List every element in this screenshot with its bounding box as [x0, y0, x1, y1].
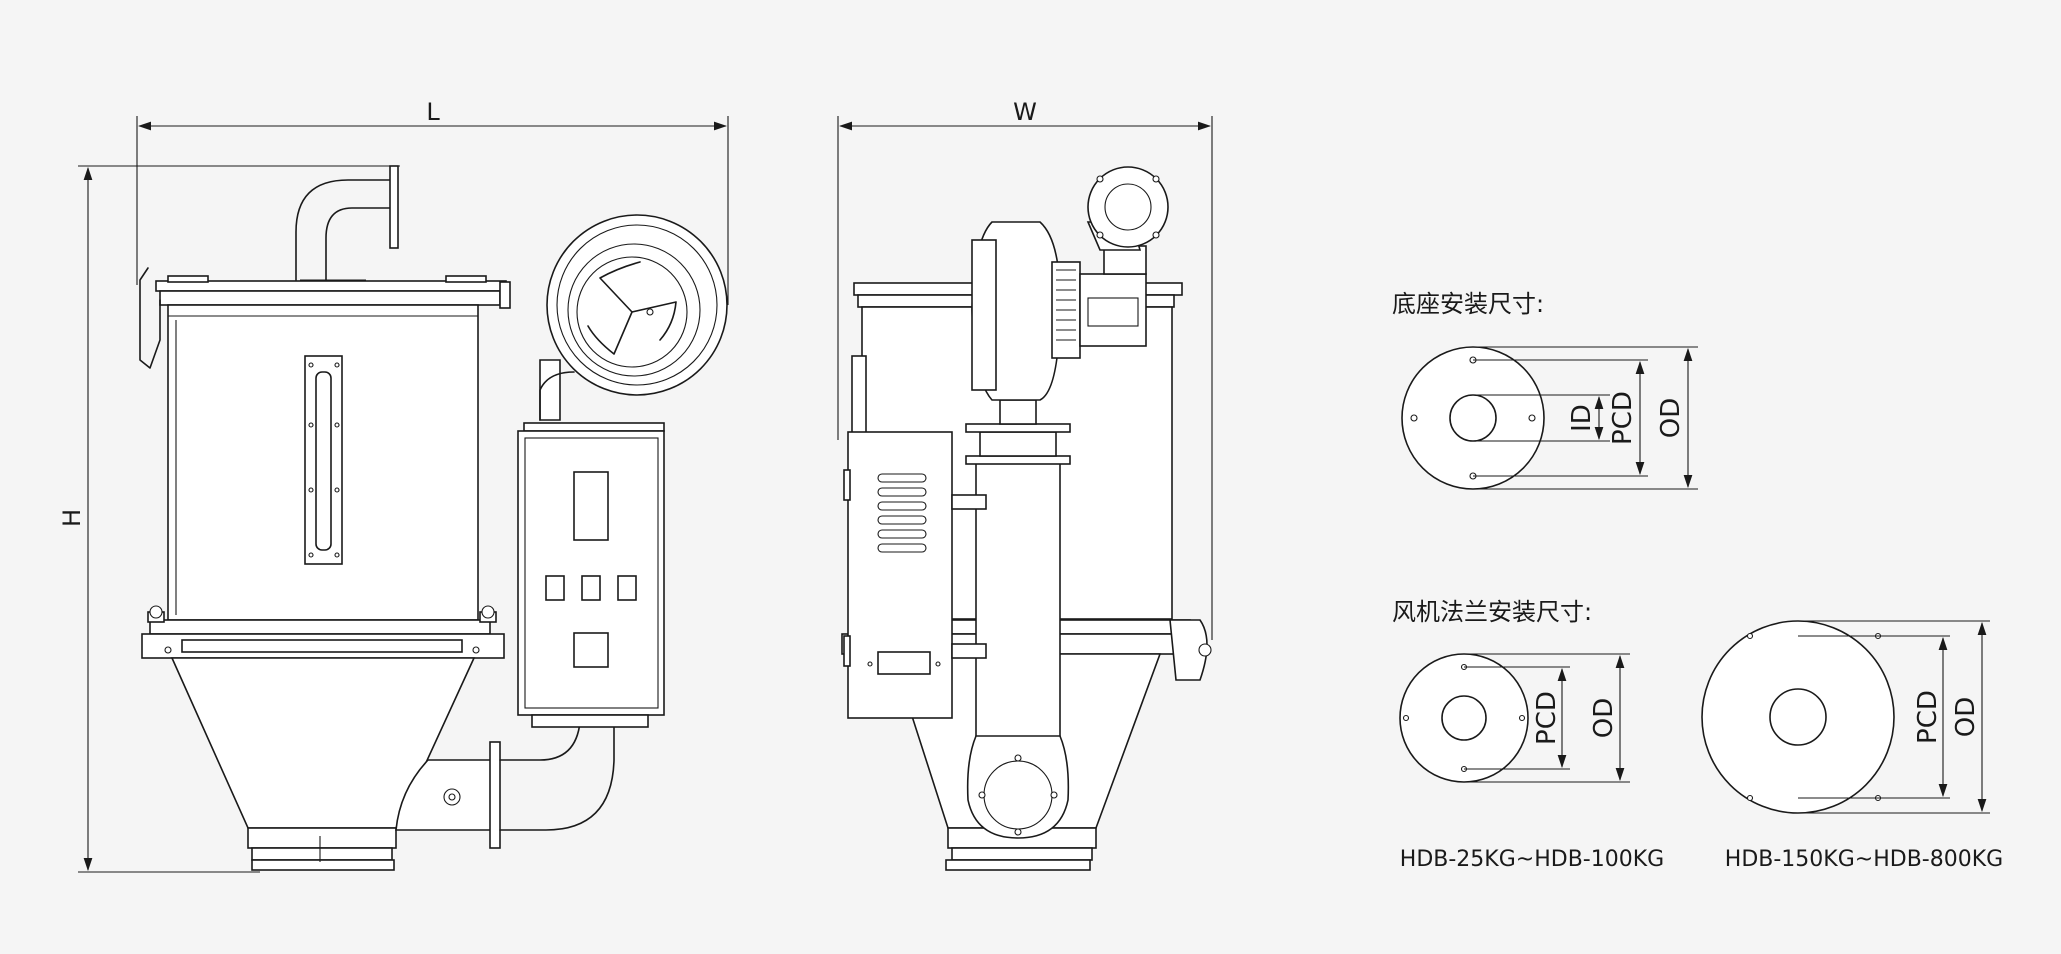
- length-label: L: [426, 98, 440, 126]
- width-label: W: [1013, 98, 1037, 126]
- large-pcd-label: PCD: [1913, 690, 1943, 744]
- intake-elbow: [295, 165, 399, 281]
- hopper-lid: [139, 267, 511, 369]
- height-dimension: H: [58, 165, 400, 873]
- blower-flange-title: 风机法兰安装尺寸:: [1392, 598, 1592, 626]
- base-od-label: OD: [1656, 398, 1686, 439]
- blower-front: [539, 214, 728, 421]
- small-flange: PCD OD HDB-25KG~HDB-100KG: [1399, 653, 1664, 872]
- small-pcd-label: PCD: [1532, 691, 1562, 745]
- hopper-body: [167, 304, 479, 621]
- large-model-range: HDB-150KG~HDB-800KG: [1725, 847, 2003, 872]
- base-id-label: ID: [1567, 404, 1597, 432]
- fan-fins: [1056, 269, 1076, 341]
- front-view: L H: [58, 98, 729, 873]
- side-view: W: [837, 98, 1213, 871]
- small-model-range: HDB-25KG~HDB-100KG: [1400, 847, 1664, 872]
- large-od-label: OD: [1951, 697, 1981, 738]
- length-dimension: L: [136, 98, 729, 305]
- blower-flange-diagram: 风机法兰安装尺寸: PCD OD HDB-25KG~HDB-100KG: [1392, 598, 2003, 872]
- base-pcd-label: PCD: [1608, 391, 1638, 445]
- width-dimension: W: [837, 98, 1213, 640]
- vent-slots: [877, 473, 927, 553]
- height-label: H: [58, 509, 86, 527]
- large-flange: PCD OD HDB-150KG~HDB-800KG: [1701, 620, 2003, 872]
- control-box-front: [517, 422, 665, 728]
- base-mount-title: 底座安装尺寸:: [1392, 290, 1544, 318]
- hopper-cone: [170, 657, 615, 871]
- base-mount-diagram: 底座安装尺寸: ID PCD OD: [1392, 290, 1698, 490]
- small-od-label: OD: [1589, 698, 1619, 739]
